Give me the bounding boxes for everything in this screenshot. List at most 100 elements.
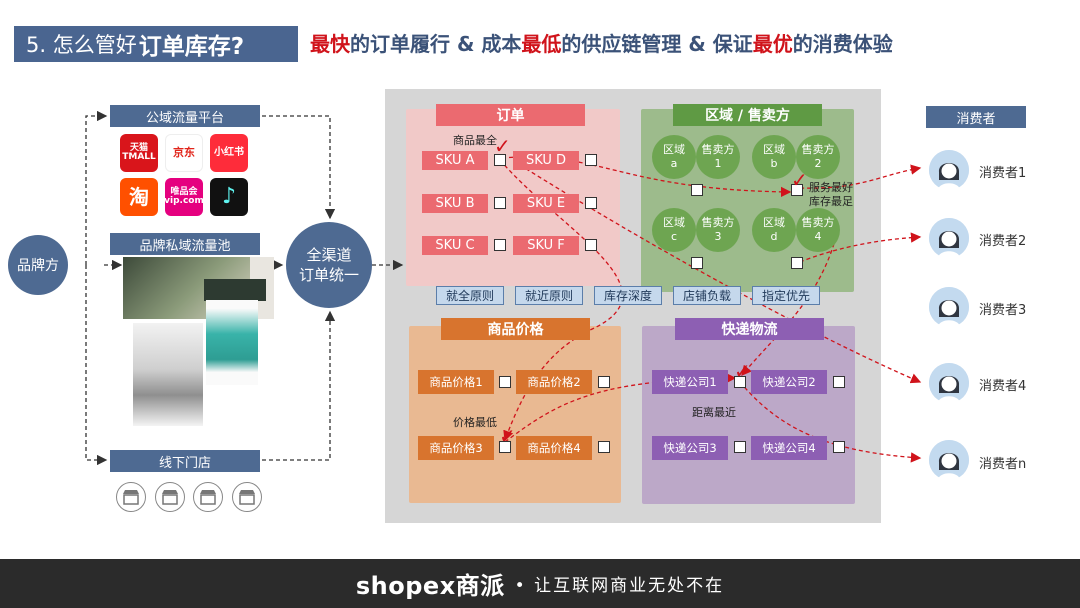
consumer-label: 消费者4 [979, 379, 1027, 394]
brand-to-public-line [85, 110, 108, 265]
region-node: 区域 c [652, 208, 696, 252]
seller-node: 售卖方 3 [696, 208, 740, 252]
slide-title: 5. 怎么管好 订单库存? [14, 26, 298, 62]
courier-item: 快递公司4 [751, 436, 827, 460]
vip-logo: 唯品会 vip.com [164, 178, 204, 216]
price-item: 商品价格2 [516, 370, 592, 394]
region-node-text: 区域 b [763, 143, 785, 170]
vip-logo-text: 唯品会 vip.com [164, 186, 204, 206]
shopex-logo: shopex商派 [355, 572, 505, 600]
sku-item: SKU C [422, 236, 488, 255]
slogan-part: 的供应链管理 & 保证 [561, 32, 753, 56]
price-title: 商品价格 [441, 318, 590, 340]
region-note: 服务最好 库存最足 [809, 181, 853, 209]
brand-node: 品牌方 [8, 235, 68, 295]
check-mark-icon: ✓ [499, 424, 516, 448]
express-title-text: 快递物流 [721, 322, 778, 338]
sku-checkbox [494, 154, 506, 166]
private-pool-text: 品牌私域流量池 [139, 238, 231, 254]
express-note: 距离最近 [692, 406, 736, 419]
express-quadrant [642, 326, 855, 504]
tmall-logo-text: 天猫 TMALL [122, 142, 156, 162]
order-title: 订单 [436, 104, 585, 126]
jd-logo: 京东 [165, 134, 203, 172]
consumer-label: 消费者1 [979, 166, 1027, 181]
region-checkbox [691, 184, 703, 196]
store-screenshot-mid [204, 279, 266, 301]
rule-tag: 库存深度 [594, 286, 662, 305]
price-title-text: 商品价格 [487, 322, 544, 338]
price-checkbox [499, 441, 511, 453]
region-title-text: 区域 / 售卖方 [705, 108, 790, 124]
courier-item: 快递公司1 [652, 370, 728, 394]
check-mark-icon: ✓ [791, 168, 808, 192]
seller-node-text: 售卖方 3 [701, 216, 735, 243]
sku-checkbox [494, 197, 506, 209]
private-pool-label: 品牌私域流量池 [110, 233, 260, 255]
slogan-part: 最优 [752, 32, 793, 56]
price-item: 商品价格3 [418, 436, 494, 460]
region-node: 区域 d [752, 208, 796, 252]
region-checkbox [791, 184, 803, 196]
rule-tag: 店铺负载 [673, 286, 741, 305]
public-platform-label: 公域流量平台 [110, 105, 260, 127]
xiaohongshu-logo-text: 小红书 [214, 146, 244, 158]
store-icon [155, 482, 185, 512]
seller-node-text: 售卖方 1 [701, 143, 735, 170]
rule-tag: 就近原则 [515, 286, 583, 305]
region-checkbox [691, 257, 703, 269]
seller-node: 售卖方 2 [796, 135, 840, 179]
region-node: 区域 a [652, 135, 696, 179]
region-title: 区域 / 售卖方 [673, 104, 822, 126]
slogan-part: 最快 [310, 32, 350, 56]
slogan-part: 最低 [521, 32, 562, 56]
check-mark-icon: ✓ [494, 134, 511, 158]
mobile-screenshot-left [133, 323, 203, 426]
price-item: 商品价格1 [418, 370, 494, 394]
consumer-avatar-icon [929, 218, 969, 258]
order-note: 商品最全 [453, 134, 497, 147]
slogan-part: 的消费体验 [792, 32, 893, 56]
tmall-logo: 天猫 TMALL [120, 134, 158, 172]
courier-checkbox [833, 376, 845, 388]
sku-checkbox [585, 197, 597, 209]
price-checkbox [598, 441, 610, 453]
omni-channel-label: 全渠道 订单统一 [298, 245, 359, 284]
sku-item: SKU A [422, 151, 488, 170]
courier-item: 快递公司2 [751, 370, 827, 394]
taobao-logo-text: 淘 [129, 184, 149, 209]
consumer-avatar-icon [929, 440, 969, 480]
title-bold: 订单库存? [138, 34, 245, 60]
sku-item: SKU B [422, 194, 488, 213]
title-prefix: 5. 怎么管好 [26, 33, 137, 57]
route-order-to-consumer4 [519, 164, 922, 384]
price-note: 价格最低 [453, 416, 497, 429]
brand-label: 品牌方 [17, 258, 59, 274]
route-express-to-consumern [739, 381, 922, 463]
courier-item: 快递公司3 [652, 436, 728, 460]
offline-store-text: 线下门店 [158, 455, 211, 471]
sku-checkbox [585, 154, 597, 166]
region-node-text: 区域 c [663, 216, 685, 243]
sku-checkbox [494, 239, 506, 251]
public-to-omni-line [262, 115, 336, 220]
check-mark-icon: ✓ [734, 359, 751, 383]
consumer-label: 消费者2 [979, 234, 1027, 249]
taobao-logo: 淘 [120, 178, 158, 216]
brand-to-offline-line [85, 265, 108, 466]
region-node: 区域 b [752, 135, 796, 179]
mobile-screenshot-right [206, 300, 258, 385]
price-checkbox [598, 376, 610, 388]
sku-item: SKU F [513, 236, 579, 255]
route-region-to-express [741, 229, 839, 376]
seller-node-text: 售卖方 4 [801, 216, 835, 243]
price-item: 商品价格4 [516, 436, 592, 460]
douyin-logo-text: ♪ [221, 184, 237, 210]
route-region-to-consumer2 [799, 232, 922, 263]
slogan-part: 的订单履行 & 成本 [350, 32, 522, 56]
courier-checkbox [734, 376, 746, 388]
xiaohongshu-logo: 小红书 [210, 134, 248, 172]
omni-channel-node: 全渠道 订单统一 [286, 222, 372, 308]
consumer-avatar-icon [929, 287, 969, 327]
douyin-logo: ♪ [210, 178, 248, 216]
